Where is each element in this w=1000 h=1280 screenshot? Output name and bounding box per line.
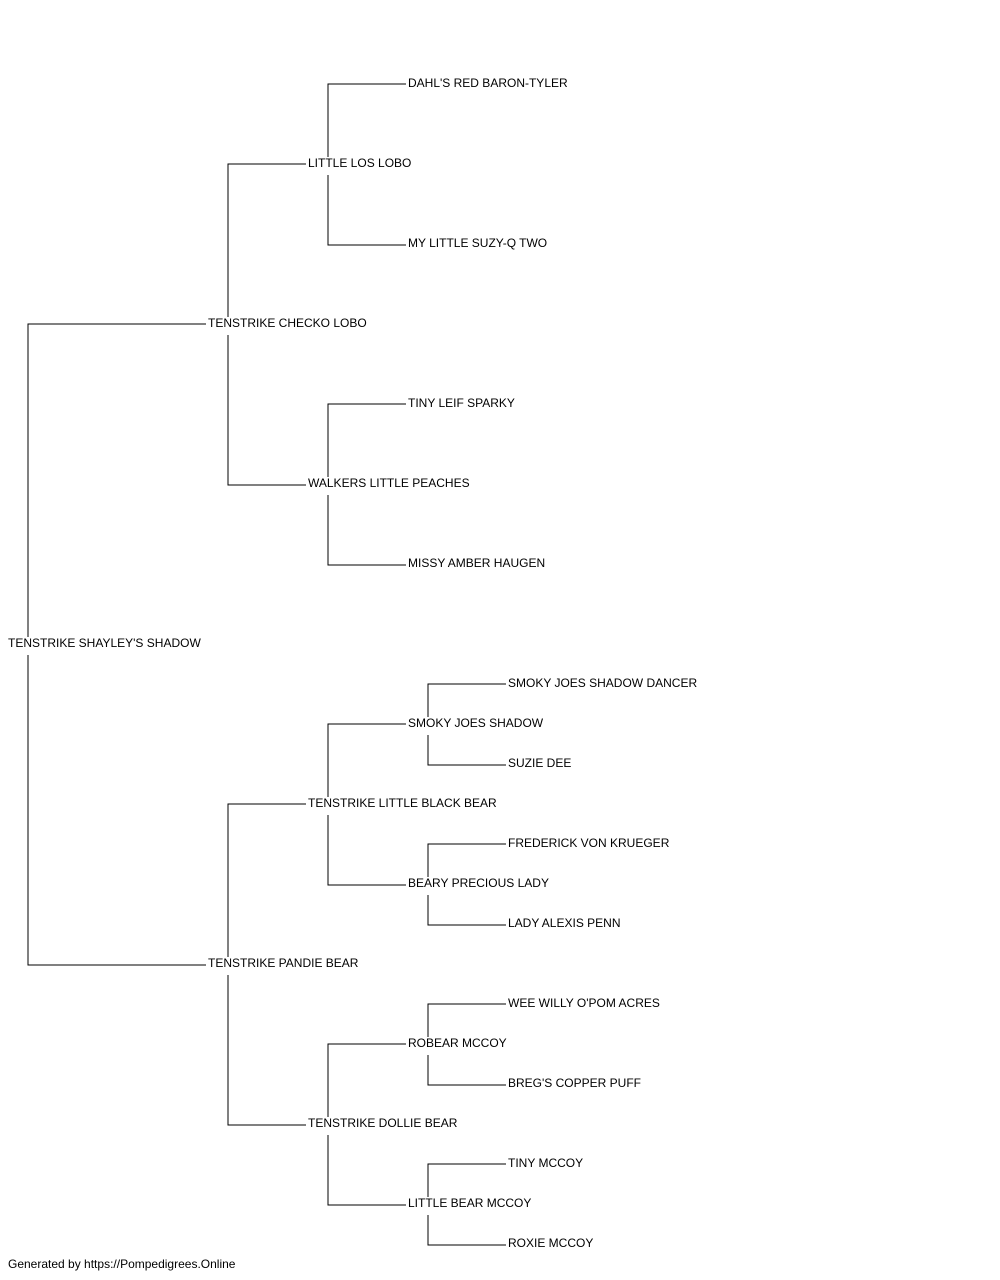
pedigree-name-my-little-suzy-q-two: MY LITTLE SUZY-Q TWO [408,236,547,250]
pedigree-name-missy-amber-haugen: MISSY AMBER HAUGEN [408,556,545,570]
sire-connector-line [27,323,206,637]
sire-connector-line [327,723,406,797]
pedigree-name-tenstrike-shayley-s-shadow: TENSTRIKE SHAYLEY'S SHADOW [8,636,201,650]
dam-connector-line [427,895,506,926]
pedigree-name-dahl-s-red-baron-tyler: DAHL'S RED BARON-TYLER [408,76,568,90]
dam-connector-line [427,1055,506,1086]
pedigree-name-tenstrike-pandie-bear: TENSTRIKE PANDIE BEAR [208,956,359,970]
dam-connector-line [327,175,406,246]
pedigree-name-tenstrike-little-black-bear: TENSTRIKE LITTLE BLACK BEAR [308,796,497,810]
pedigree-name-smoky-joes-shadow: SMOKY JOES SHADOW [408,716,544,730]
dam-connector-line [327,495,406,566]
dam-connector-line [427,1215,506,1246]
pedigree-name-tenstrike-dollie-bear: TENSTRIKE DOLLIE BEAR [308,1116,458,1130]
pedigree-name-walkers-little-peaches: WALKERS LITTLE PEACHES [308,476,470,490]
pedigree-name-beary-precious-lady: BEARY PRECIOUS LADY [408,876,549,890]
pedigree-name-tiny-leif-sparky: TINY LEIF SPARKY [408,396,515,410]
pedigree-name-breg-s-copper-puff: BREG'S COPPER PUFF [508,1076,641,1090]
footer-credit: Generated by https://Pompedigrees.Online [8,1257,236,1271]
dam-connector-line [27,655,206,966]
dam-connector-line [227,335,306,486]
sire-connector-line [427,1163,506,1197]
dam-connector-line [327,815,406,886]
sire-connector-line [427,683,506,717]
pedigree-name-suzie-dee: SUZIE DEE [508,756,571,770]
sire-connector-line [327,403,406,477]
dam-connector-line [427,735,506,766]
sire-connector-line [427,1003,506,1037]
pedigree-name-frederick-von-krueger: FREDERICK VON KRUEGER [508,836,670,850]
pedigree-name-wee-willy-o-pom-acres: WEE WILLY O'POM ACRES [508,996,660,1010]
pedigree-name-smoky-joes-shadow-dancer: SMOKY JOES SHADOW DANCER [508,676,697,690]
sire-connector-line [227,163,306,317]
sire-connector-line [327,83,406,157]
dam-connector-line [327,1135,406,1206]
pedigree-name-tenstrike-checko-lobo: TENSTRIKE CHECKO LOBO [208,316,367,330]
pedigree-name-little-los-lobo: LITTLE LOS LOBO [308,156,411,170]
pedigree-name-robear-mccoy: ROBEAR MCCOY [408,1036,507,1050]
sire-connector-line [327,1043,406,1117]
dam-connector-line [227,975,306,1126]
pedigree-name-tiny-mccoy: TINY MCCOY [508,1156,583,1170]
pedigree-name-roxie-mccoy: ROXIE MCCOY [508,1236,593,1250]
pedigree-name-lady-alexis-penn: LADY ALEXIS PENN [508,916,621,930]
sire-connector-line [227,803,306,957]
pedigree-name-little-bear-mccoy: LITTLE BEAR MCCOY [408,1196,531,1210]
sire-connector-line [427,843,506,877]
